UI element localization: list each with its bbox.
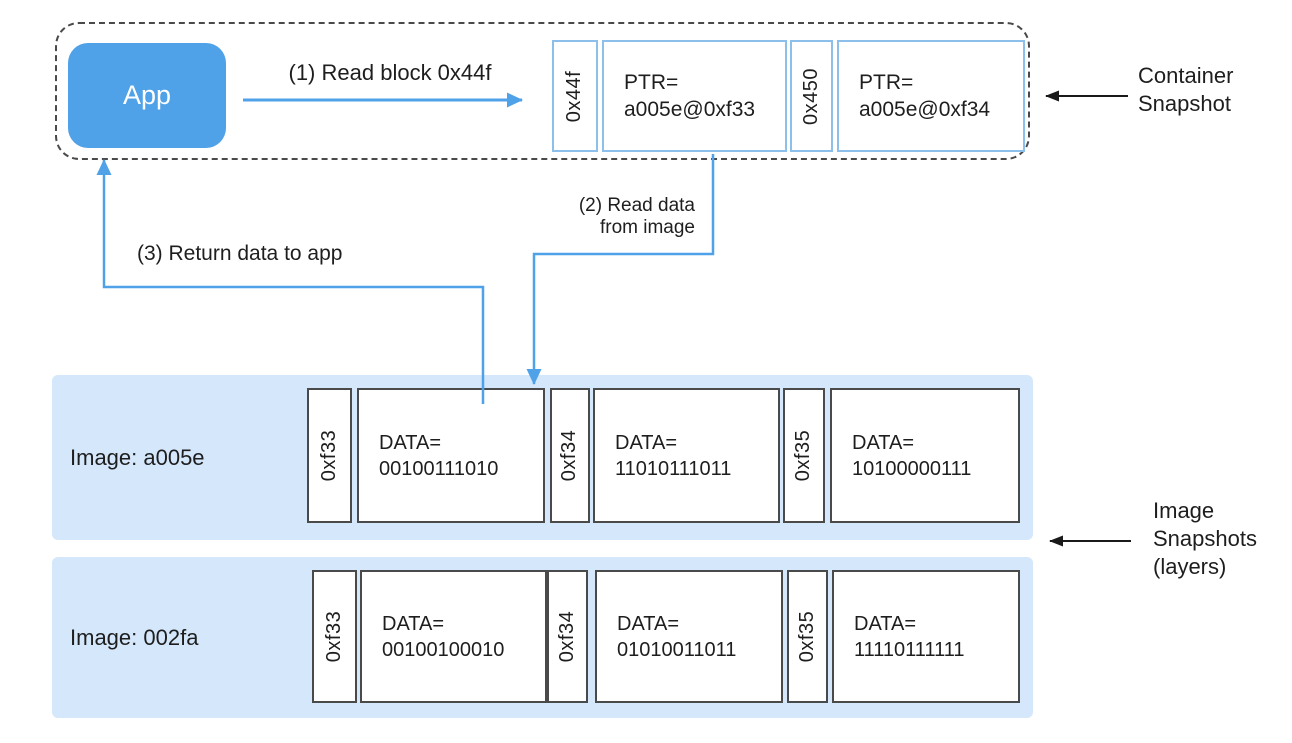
container-block-address-0x44f: 0x44f: [552, 40, 598, 152]
image-snapshots-annotation: Image Snapshots (layers): [1153, 497, 1257, 581]
image-row-label: Image: a005e: [70, 444, 205, 470]
image-block-address-0xf34: 0xf34: [550, 388, 590, 523]
image-block-data-2: DATA= 11010111011: [593, 388, 780, 523]
image-block-data-1: DATA= 00100100010: [360, 570, 547, 703]
data-prefix: DATA=: [854, 612, 917, 635]
address-label: 0xf35: [792, 429, 815, 482]
container-block-pointer-2: PTR= a005e@0xf34: [837, 40, 1025, 152]
arrow-step2-read-data: [526, 154, 715, 385]
data-bits: 10100000111: [852, 457, 972, 480]
pointer-target: a005e@0xf34: [859, 98, 991, 121]
image-block-data-1: DATA= 00100111010: [357, 388, 545, 523]
data-prefix: DATA=: [617, 612, 680, 635]
app-box: App: [68, 43, 226, 148]
image-block-data-3: DATA= 11110111111: [832, 570, 1020, 703]
container-annotation-line1: Container: [1138, 63, 1234, 88]
data-bits: 01010011011: [617, 638, 737, 661]
image-block-address-0xf35: 0xf35: [787, 570, 828, 703]
data-bits: 11110111111: [854, 638, 965, 661]
app-label: App: [122, 80, 172, 110]
image-block-address-0xf34: 0xf34: [547, 570, 588, 703]
step1-label: (1) Read block 0x44f: [288, 60, 492, 85]
image-block-address-0xf33: 0xf33: [312, 570, 357, 703]
image-annotation-line1: Image: [1153, 498, 1215, 523]
container-block-address-0x450: 0x450: [790, 40, 833, 152]
pointer-target: a005e@0xf33: [624, 98, 756, 121]
data-prefix: DATA=: [852, 431, 915, 454]
data-prefix: DATA=: [379, 431, 442, 454]
image-annotation-line3: (layers): [1153, 554, 1227, 579]
address-label: 0xf34: [558, 429, 581, 482]
container-annotation-line2: Snapshot: [1138, 91, 1231, 116]
data-prefix: DATA=: [615, 431, 678, 454]
data-bits: 00100111010: [379, 457, 499, 480]
image-snapshot-row-a005e: Image: a005e 0xf33 DATA= 00100111010 0xf…: [52, 375, 1033, 540]
step2-label-line2: from image: [599, 217, 695, 238]
data-bits: 11010111011: [615, 457, 732, 480]
pointer-prefix: PTR=: [859, 71, 914, 94]
data-bits: 00100100010: [382, 638, 505, 661]
pointer-prefix: PTR=: [624, 71, 679, 94]
container-block-pointer-1: PTR= a005e@0xf33: [602, 40, 787, 152]
address-label: 0xf34: [556, 610, 578, 663]
arrow-step3-return-data: [96, 159, 485, 404]
image-annotation-line2: Snapshots: [1153, 526, 1257, 551]
container-block-address-label: 0x44f: [563, 70, 586, 122]
image-block-address-0xf35: 0xf35: [783, 388, 825, 523]
image-row-label: Image: 002fa: [70, 624, 199, 650]
step3-label: (3) Return data to app: [137, 242, 343, 265]
image-block-data-3: DATA= 10100000111: [830, 388, 1020, 523]
step2-label-line1: (2) Read data: [578, 195, 695, 216]
image-block-data-2: DATA= 01010011011: [595, 570, 783, 703]
address-label: 0xf35: [796, 610, 818, 663]
image-block-address-0xf33: 0xf33: [307, 388, 352, 523]
container-snapshot-annotation: Container Snapshot: [1138, 62, 1233, 118]
address-label: 0xf33: [318, 429, 340, 482]
data-prefix: DATA=: [382, 612, 445, 635]
image-snapshot-row-002fa: Image: 002fa 0xf33 DATA= 00100100010 0xf…: [52, 557, 1033, 718]
container-block-address-label: 0x450: [800, 67, 822, 125]
step2-label: (2) Read data from image: [540, 195, 695, 239]
address-label: 0xf33: [323, 610, 345, 663]
